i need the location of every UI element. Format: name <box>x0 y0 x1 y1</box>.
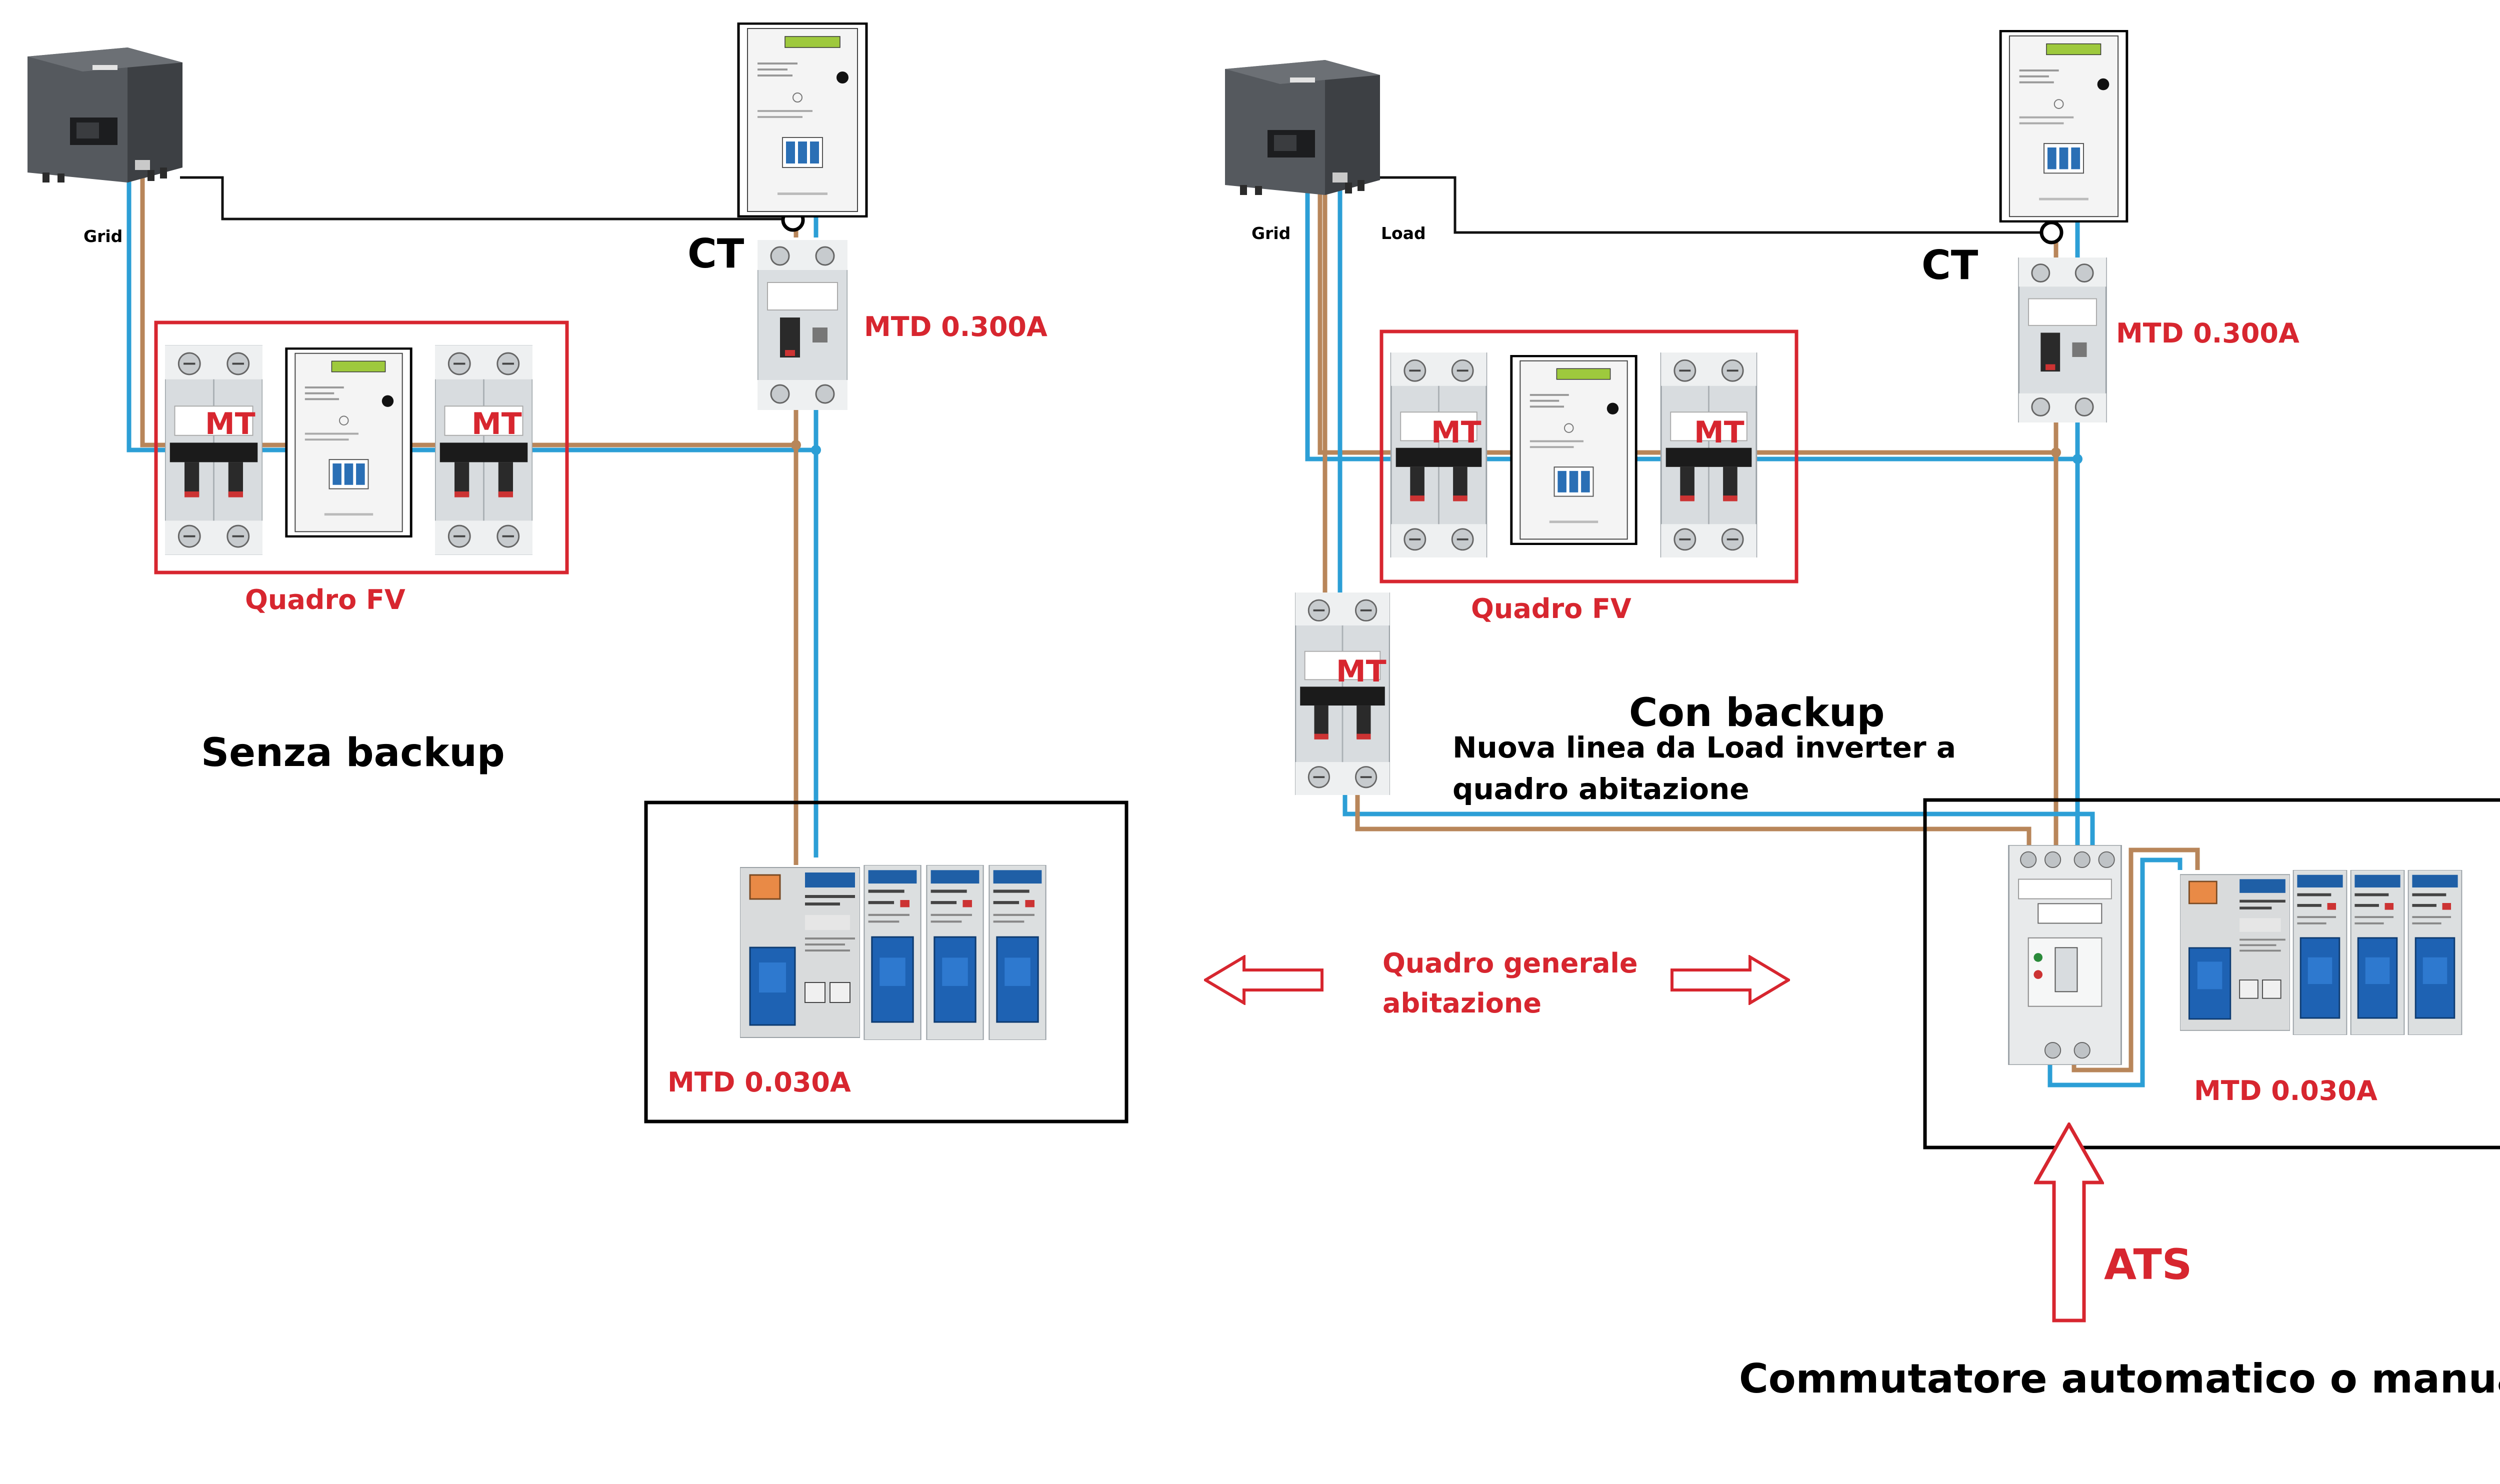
left-fv-meter <box>286 348 411 536</box>
arrow-up-icon <box>2036 1124 2102 1320</box>
right-mt-label-3: MT <box>1336 654 1386 689</box>
right-diagram: Grid Load CT MTD 0.300A MT MT MT Quadro … <box>1225 31 2500 1402</box>
ats-label: ATS <box>2104 1240 2192 1289</box>
left-quadro-fv-label: Quadro FV <box>245 584 406 616</box>
right-mtd030-label: MTD 0.030A <box>2194 1075 2378 1106</box>
right-fv-meter <box>1512 356 1636 544</box>
right-mtd300-label: MTD 0.300A <box>2116 318 2300 349</box>
right-mcb-1 <box>2292 870 2348 1035</box>
right-grid-label: Grid <box>1252 224 1290 243</box>
right-mt-label-2: MT <box>1694 415 1744 450</box>
right-rcd-300 <box>2018 258 2107 422</box>
right-junction-blue <box>2072 454 2082 464</box>
right-mt-label-1: MT <box>1431 415 1482 450</box>
right-wire-brown-new-line <box>1355 795 2032 850</box>
right-ct-cable <box>1365 176 2048 234</box>
left-mcb-3 <box>988 865 1047 1040</box>
left-diagram: Grid CT MTD 0.300A MT MT Quadro FV Senza… <box>28 24 1128 1124</box>
right-new-line-2: quadro abitazione <box>1452 772 1750 806</box>
right-new-line-1: Nuova linea da Load inverter a <box>1452 730 1956 764</box>
right-wire-blue-new-line <box>1342 795 2095 850</box>
quadro-generale-line-1: Quadro generale <box>1382 948 1638 979</box>
arrow-right-icon <box>1672 957 1788 1003</box>
left-fv-breaker-2 <box>435 345 532 555</box>
right-load-breaker <box>1295 592 1390 795</box>
right-quadro-generale-box <box>1923 798 2500 1150</box>
left-mt-label-1: MT <box>205 406 256 442</box>
left-junction-brown <box>791 440 801 450</box>
left-junction-blue <box>811 445 821 455</box>
left-mcb-2 <box>926 865 984 1040</box>
left-rcd-300 <box>758 240 848 410</box>
right-quadro-fv-box <box>1380 330 1798 584</box>
right-wire-brown-ats-out <box>2072 848 2200 1072</box>
left-mt-label-2: MT <box>472 406 522 442</box>
right-fv-breaker-2 <box>1660 352 1758 558</box>
right-junction-brown <box>2051 448 2061 458</box>
switch-caption: Commutatore automatico o manuale <box>1739 1356 2500 1402</box>
left-ct-label: CT <box>688 230 744 277</box>
left-fv-breaker-1 <box>165 345 262 555</box>
center-annotation: Quadro generale abitazione <box>1206 948 1788 1019</box>
left-mtd300-label: MTD 0.300A <box>864 311 1048 342</box>
right-fv-breaker-1 <box>1390 352 1488 558</box>
right-ct-label: CT <box>1922 242 1978 288</box>
right-ct-clamp <box>2040 220 2064 244</box>
right-wire-blue-ats-out <box>2048 858 2182 1088</box>
right-inverter <box>1225 60 1380 195</box>
right-rcbo <box>2180 874 2290 1032</box>
left-grid-label: Grid <box>84 226 122 246</box>
left-quadro-generale-box <box>644 800 1128 1124</box>
left-ct-cable <box>180 176 790 220</box>
right-meter <box>2000 31 2127 222</box>
right-title: Con backup <box>1629 690 1884 736</box>
left-title: Senza backup <box>201 730 505 776</box>
arrow-left-icon <box>1206 957 1322 1003</box>
left-mcb-1 <box>863 865 922 1040</box>
left-inverter <box>28 48 182 182</box>
right-quadro-fv-label: Quadro FV <box>1471 593 1632 624</box>
right-mcb-3 <box>2408 870 2462 1035</box>
left-meter <box>738 24 866 216</box>
left-mtd030-label: MTD 0.030A <box>668 1066 851 1098</box>
left-quadro-fv-box <box>154 320 569 574</box>
left-rcbo <box>740 866 860 1038</box>
quadro-generale-line-2: abitazione <box>1382 988 1542 1019</box>
right-ats-switch <box>2008 845 2122 1065</box>
right-load-label: Load <box>1381 224 1426 243</box>
right-mcb-2 <box>2350 870 2405 1035</box>
